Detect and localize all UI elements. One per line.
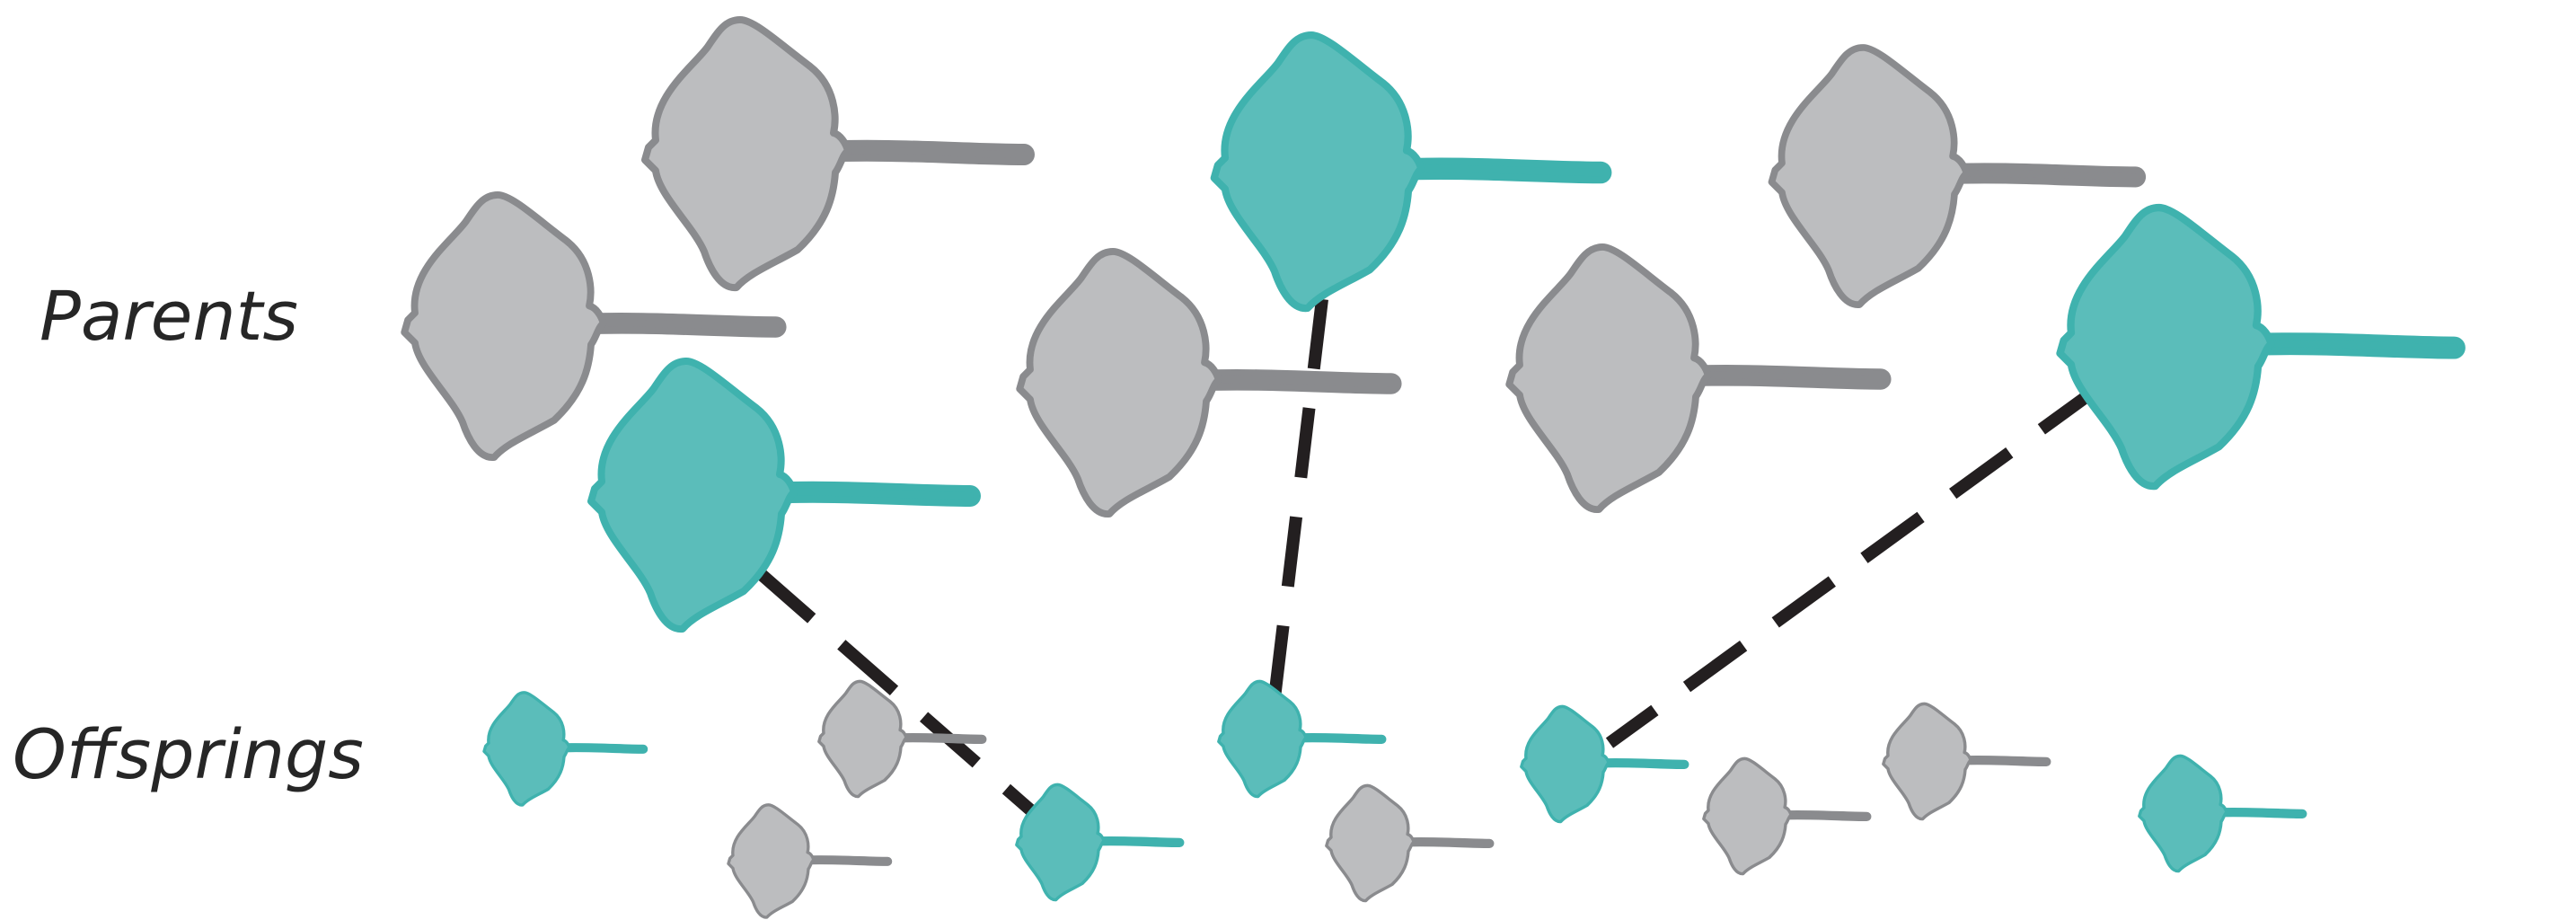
parent-1-stingray-icon xyxy=(645,20,1024,288)
parent-4-stingray-icon xyxy=(1214,35,1601,308)
parent-7-stingray-icon xyxy=(1771,48,2135,305)
offspring-4-stingray-icon xyxy=(1017,784,1179,899)
offspring-10-stingray-icon xyxy=(2139,756,2302,871)
offspring-group xyxy=(484,681,2302,917)
lineage-link-parent-8 xyxy=(1605,383,2103,748)
offspring-7-stingray-icon xyxy=(1522,706,1684,821)
lineage-link-parent-3 xyxy=(754,567,1052,830)
lineage-link-parent-4 xyxy=(1266,298,1328,721)
offspring-9-stingray-icon xyxy=(1883,703,2046,818)
offspring-8-stingray-icon xyxy=(1704,758,1866,873)
lineage-links xyxy=(754,298,2103,830)
parents-row-label: Parents xyxy=(40,276,298,356)
offspring-6-stingray-icon xyxy=(1327,785,1489,900)
offspring-row-label: Offsprings xyxy=(13,714,364,794)
parent-6-stingray-icon xyxy=(1509,247,1881,509)
parents-group xyxy=(404,20,2454,629)
offspring-5-stingray-icon xyxy=(1219,681,1381,796)
offspring-1-stingray-icon xyxy=(484,693,643,805)
parent-8-stingray-icon xyxy=(2060,208,2455,486)
offspring-2-stingray-icon xyxy=(819,681,982,796)
offspring-3-stingray-icon xyxy=(728,805,887,917)
